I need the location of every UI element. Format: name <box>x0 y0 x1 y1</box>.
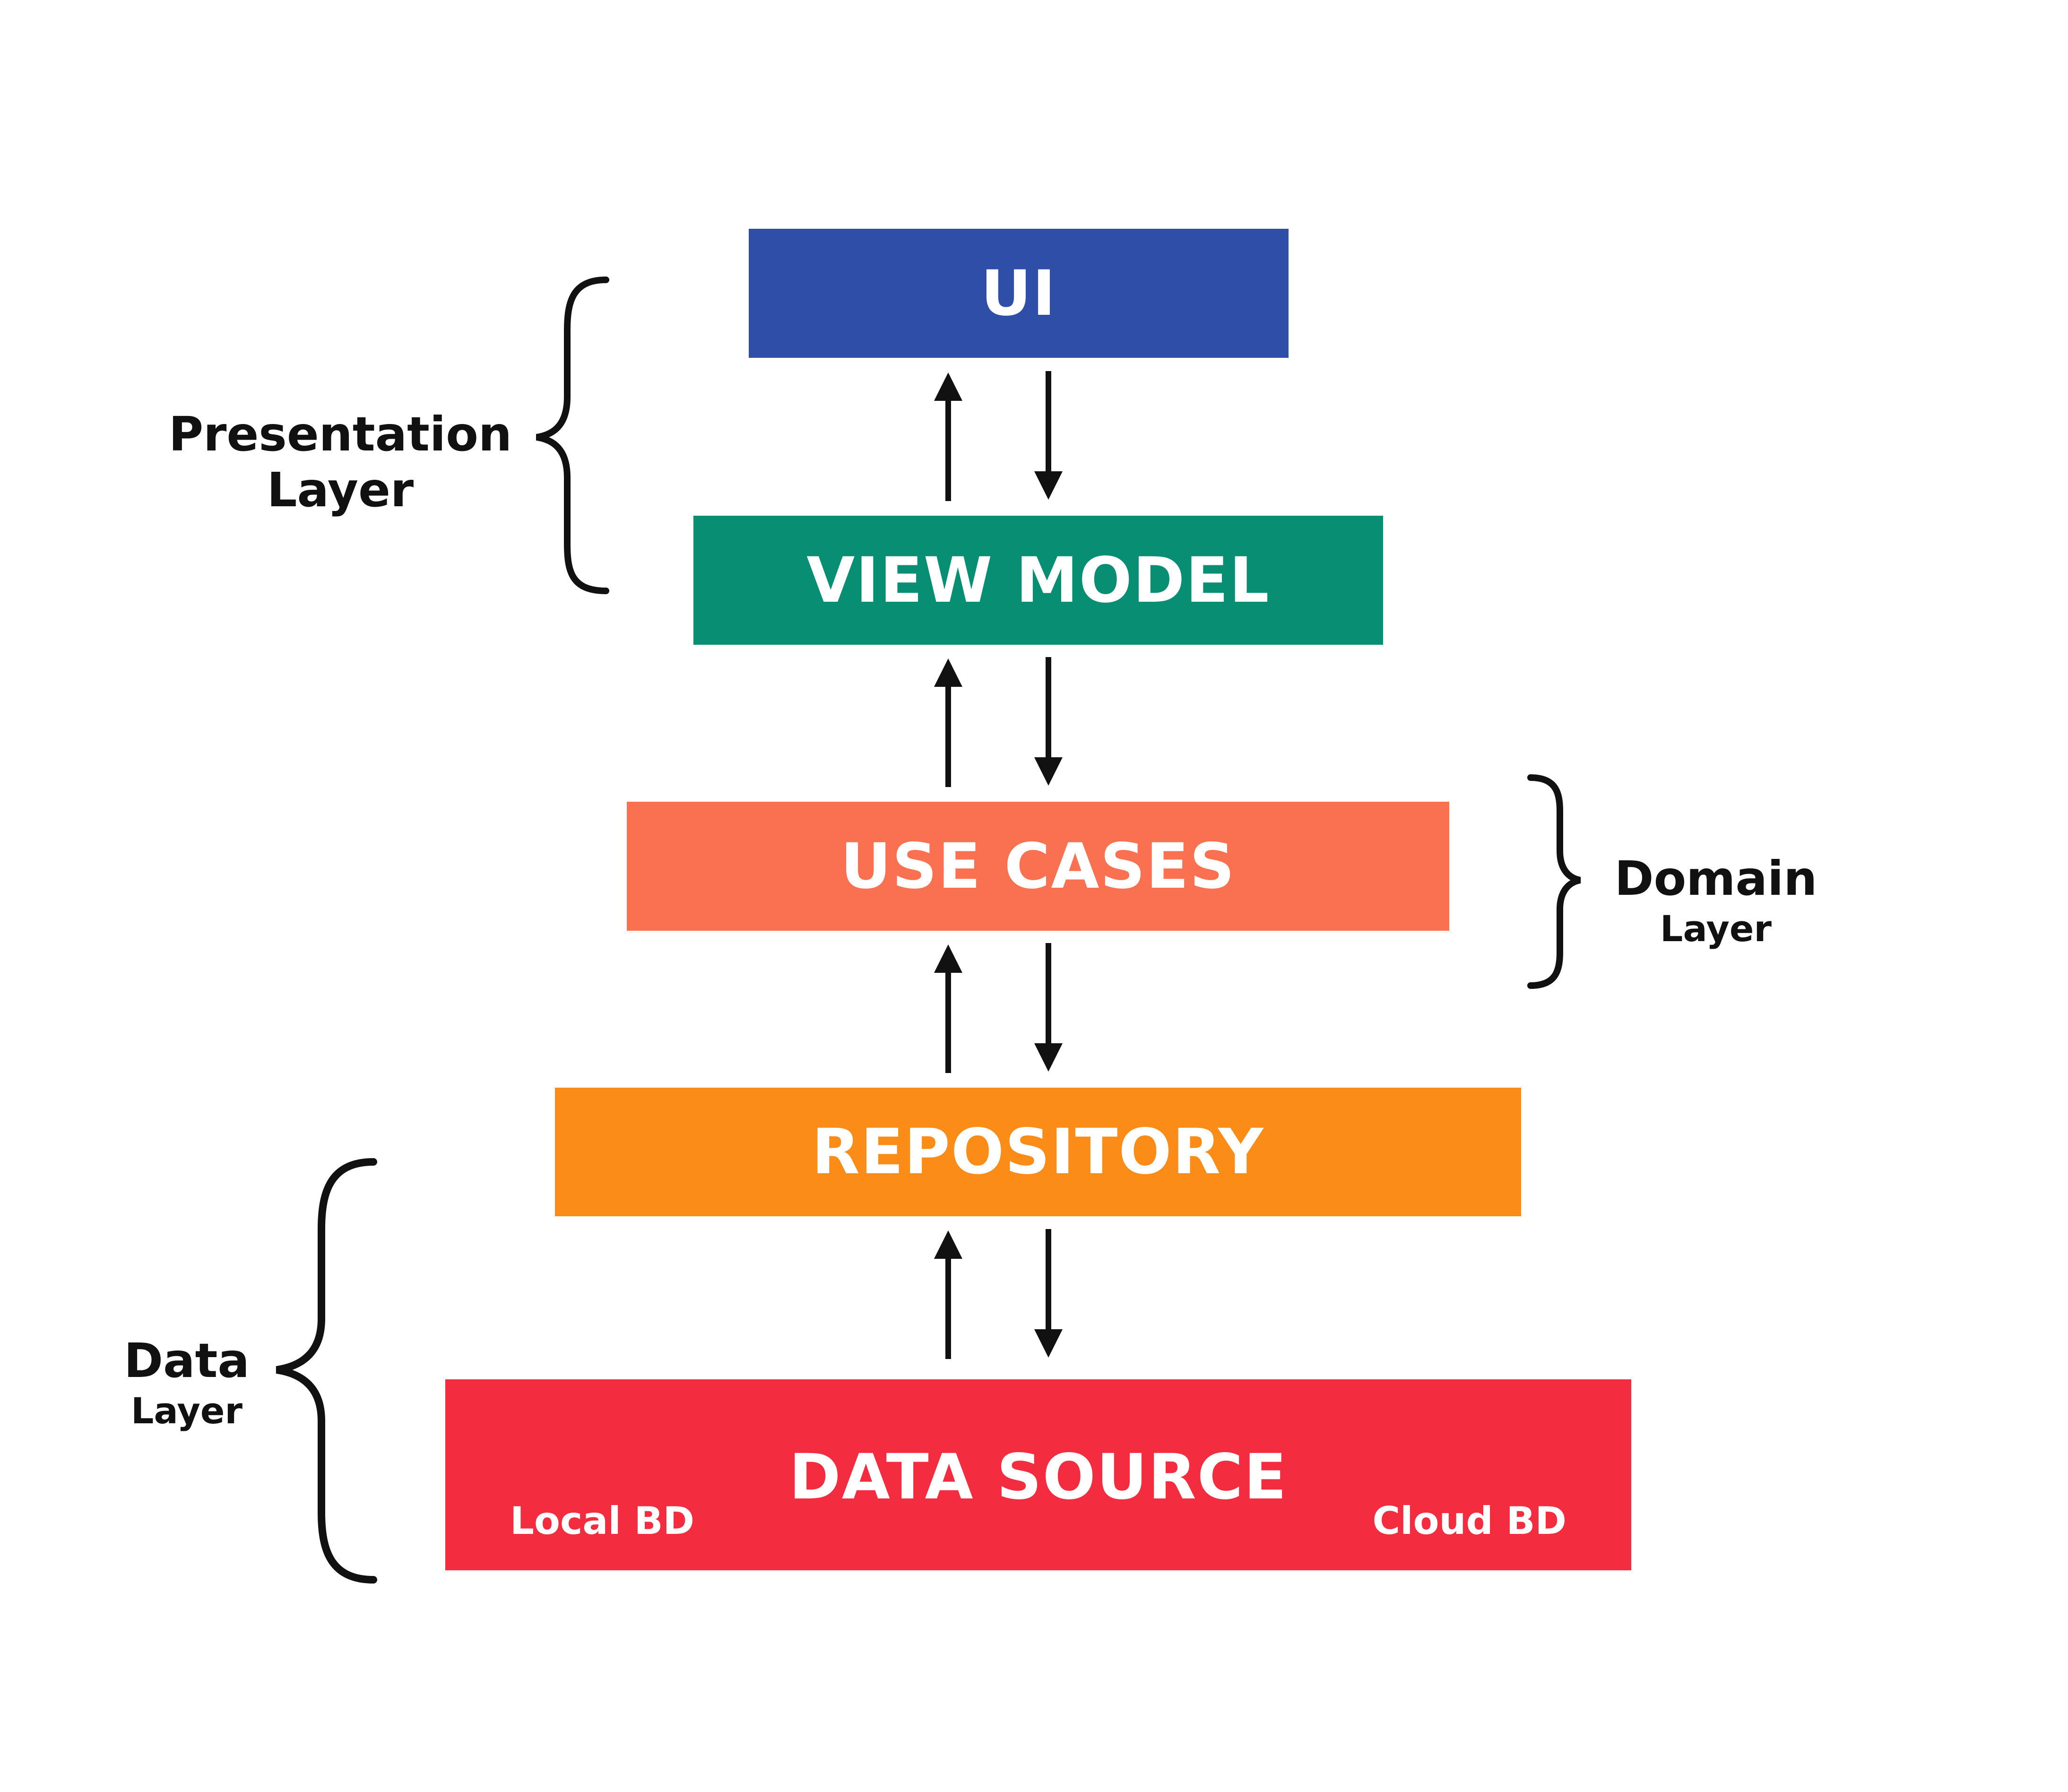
domain-layer-title: Domain <box>1614 851 1817 906</box>
presentation-layer-label: Presentation Layer <box>168 407 512 518</box>
repository-box-label: REPOSITORY <box>812 1116 1264 1188</box>
data-brace-icon <box>276 1158 377 1584</box>
cloud-bd-label: Cloud BD <box>1372 1499 1566 1543</box>
local-bd-label: Local BD <box>510 1499 694 1543</box>
presentation-brace-icon <box>536 277 609 594</box>
ui-box-label: UI <box>980 257 1057 330</box>
domain-brace-icon <box>1527 774 1581 989</box>
view-model-box: VIEW MODEL <box>693 516 1383 645</box>
domain-layer-subtitle: Layer <box>1660 908 1772 950</box>
data-layer-subtitle: Layer <box>131 1390 242 1432</box>
data-layer-title: Data <box>124 1333 250 1388</box>
view-model-box-label: VIEW MODEL <box>806 544 1270 617</box>
use-cases-box-label: USE CASES <box>840 830 1236 903</box>
data-source-box-label: DATA SOURCE <box>789 1441 1288 1514</box>
ui-box: UI <box>749 229 1289 358</box>
data-source-box: DATA SOURCE Local BD Cloud BD <box>445 1379 1631 1570</box>
use-cases-box: USE CASES <box>627 802 1449 931</box>
repository-box: REPOSITORY <box>555 1088 1521 1216</box>
